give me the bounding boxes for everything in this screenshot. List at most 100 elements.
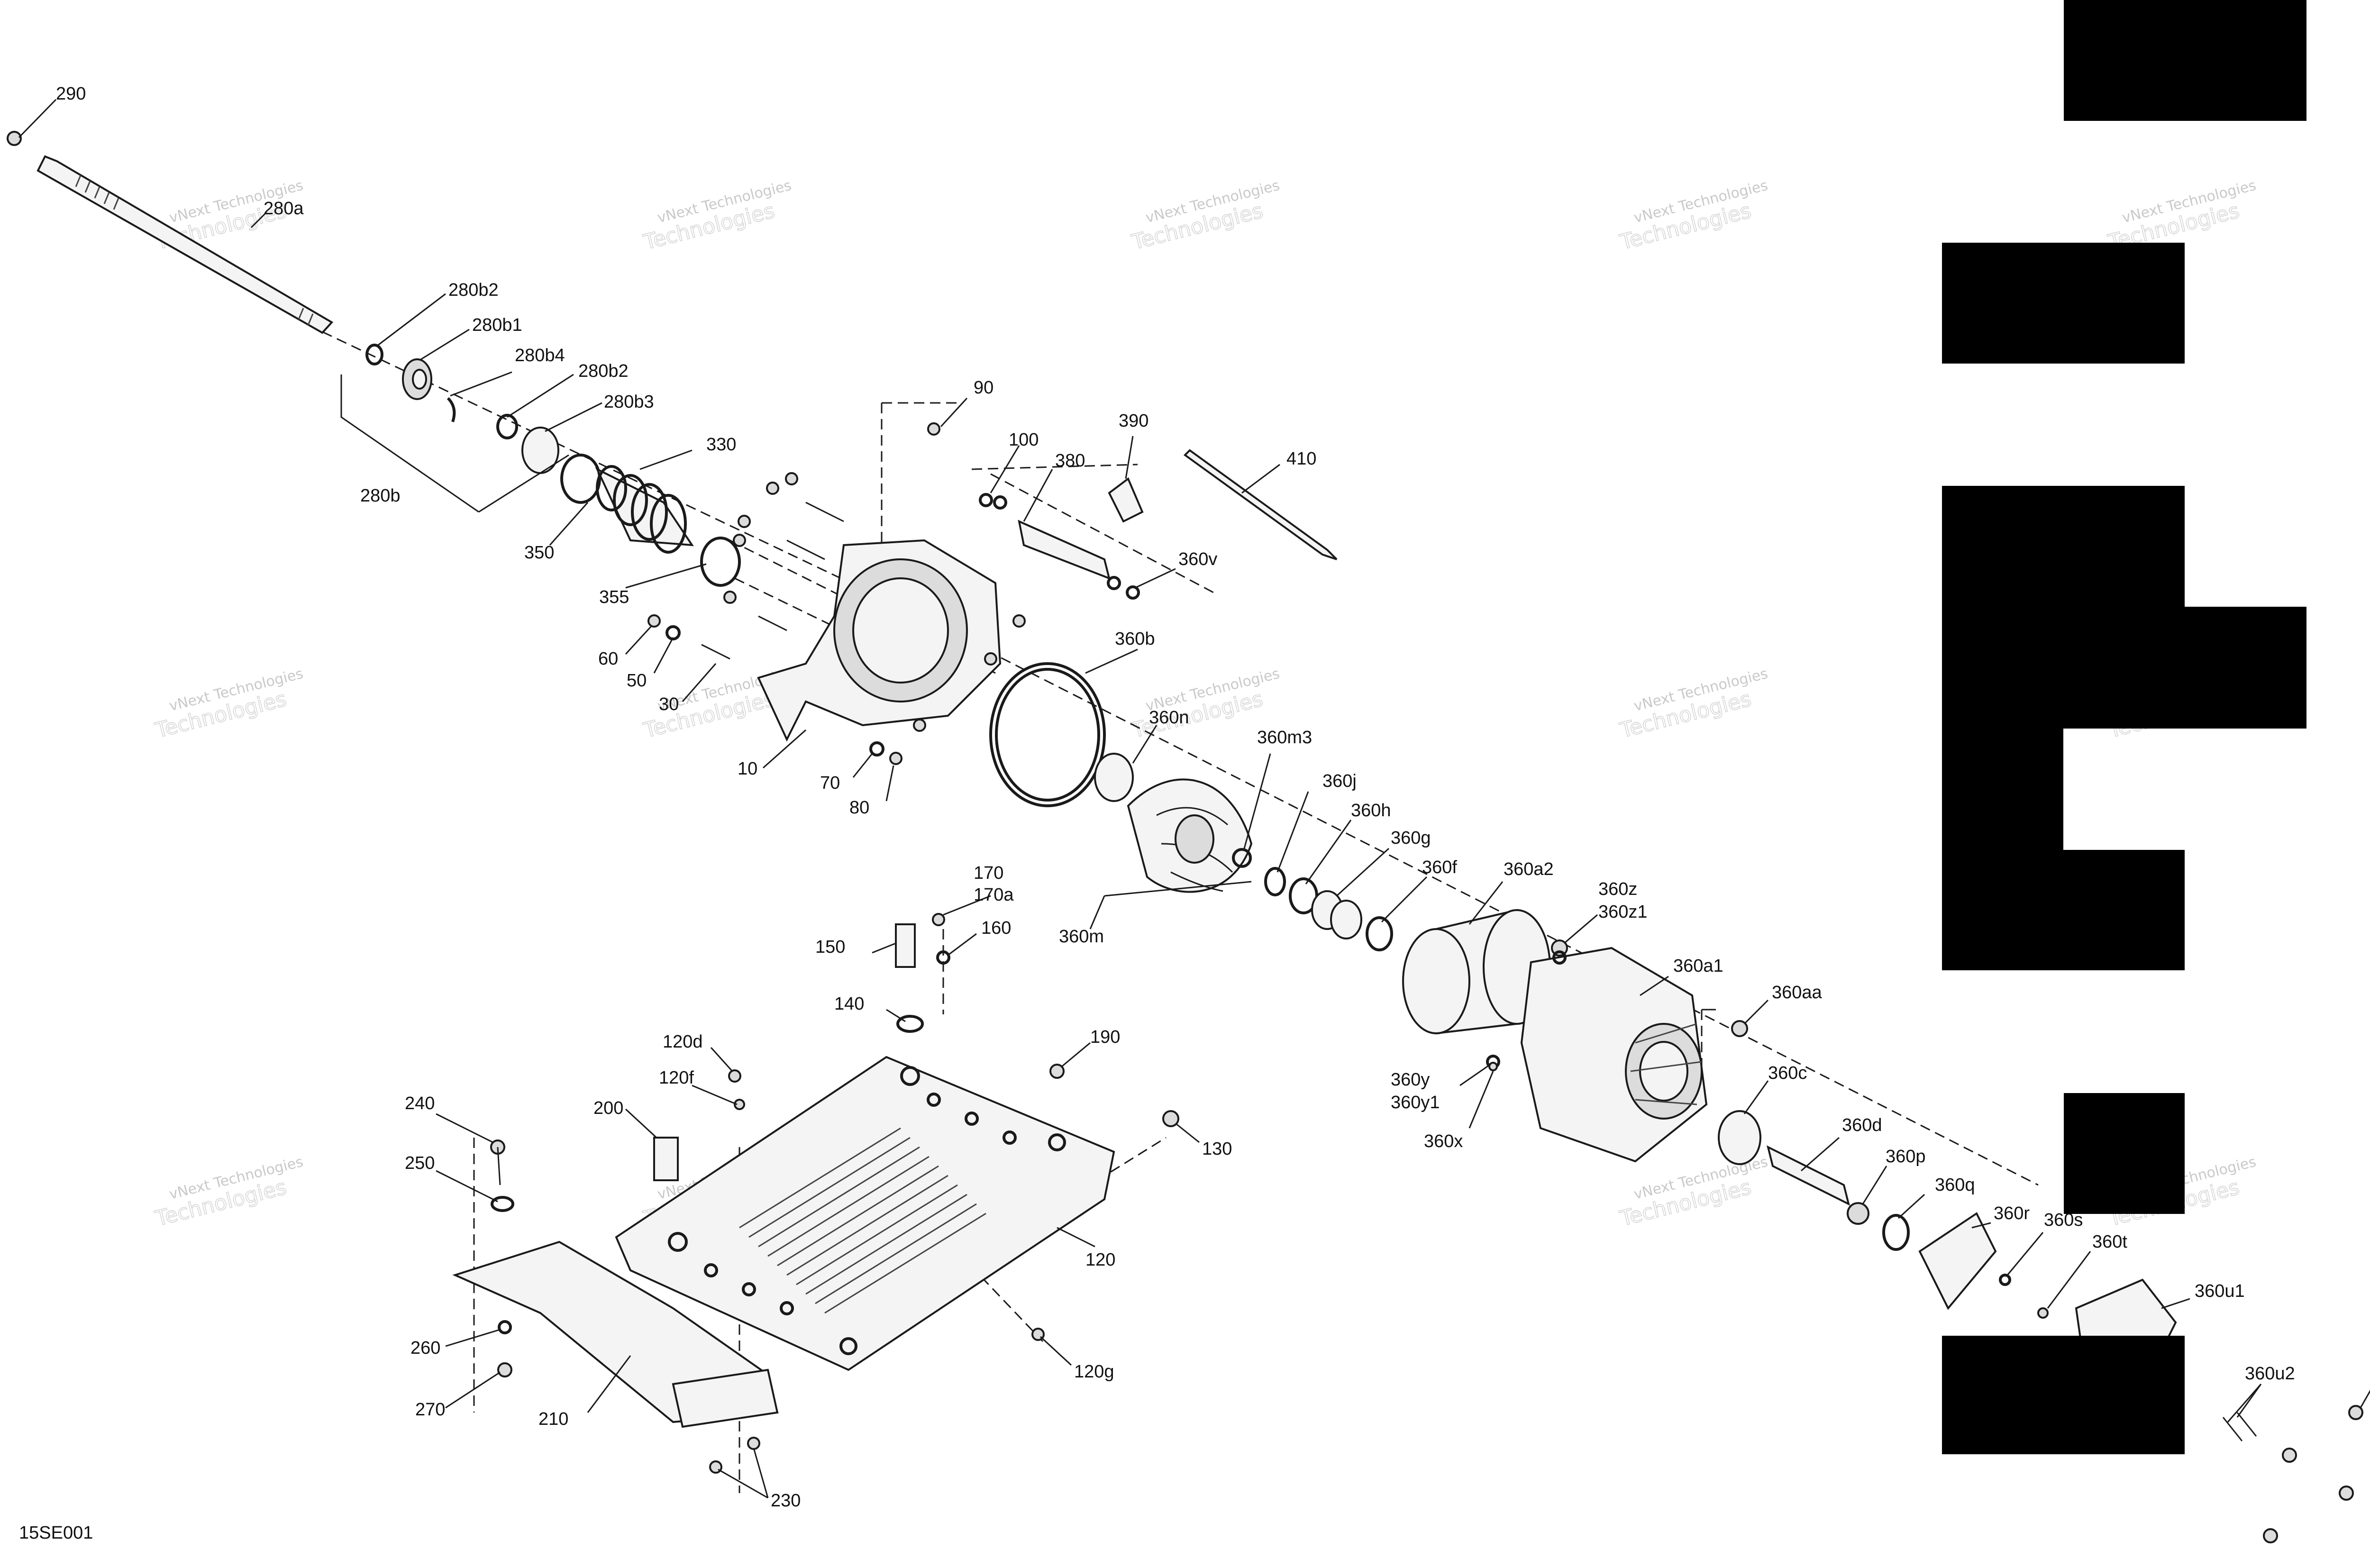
shaft-360d [1767,1145,1850,1206]
callout-30: 30 [659,694,679,714]
redaction-block [1942,1336,2185,1454]
screw-120d [728,1069,741,1083]
nut-360p [1847,1202,1869,1225]
bearing-360c [1718,1110,1761,1165]
callout-360b: 360b [1115,629,1155,649]
drive-shaft-assembly [7,131,741,587]
impeller-hub [1175,814,1214,864]
callout-120: 120 [1085,1250,1115,1270]
bearing-360g [1330,900,1362,939]
callout-360z1: 360z1 [1598,902,1648,922]
callout-160: 160 [981,918,1011,938]
bracket-410 [1183,449,1338,560]
callout-260: 260 [410,1338,440,1358]
callout-360p: 360p [1886,1147,1926,1167]
callout-280b: 280b [360,486,401,506]
pump-centerline [900,606,2039,1186]
callout-90: 90 [974,378,994,398]
washer-50 [665,625,681,640]
callout-360m3: 360m3 [1257,728,1312,748]
callout-360n: 360n [1149,708,1189,728]
redaction-block [2064,607,2306,729]
bearing-280b3 [521,427,559,474]
screw-230 [747,1437,760,1450]
shaft-nut-290 [7,131,22,146]
figure-id: 15SE001 [19,1523,93,1543]
callout-380: 380 [1055,451,1085,471]
ride-plate-bolt-holes [668,1066,1066,1355]
ride-plate-assembly [615,913,1179,1371]
callout-360a2: 360a2 [1504,859,1554,879]
pump-housing-assembly [647,472,1026,765]
ride-plate-120 [615,1056,1115,1371]
redaction-block [2064,0,2306,121]
callout-360y: 360y [1391,1070,1430,1090]
screw-360w [2339,1486,2354,1501]
vts-assembly [927,422,1338,600]
callout-355: 355 [599,587,629,607]
washer-260 [498,1320,512,1334]
fitting-150 [895,923,916,968]
nut-60 [647,614,661,628]
bracket-centerline [971,464,1138,470]
callout-360v: 360v [1178,549,1217,569]
o-ring-360v [1126,585,1140,600]
callout-360q: 360q [1935,1175,1975,1195]
bolt-240-shank [497,1147,501,1185]
group-bracket-280b [340,374,479,513]
clamp-355 [700,537,741,587]
callout-240: 240 [405,1094,435,1113]
callout-210: 210 [538,1409,568,1429]
callout-360t: 360t [2092,1232,2127,1252]
fitting-200 [653,1137,679,1181]
callout-410: 410 [1286,449,1316,469]
wear-ring-front [1402,928,1470,1034]
screw-360t [2037,1307,2049,1319]
callout-190: 190 [1090,1027,1120,1047]
bolt-centerline [990,473,1214,593]
washer-160 [936,950,950,965]
callout-360g: 360g [1391,828,1431,848]
pump-bore-inner [1639,1041,1688,1102]
callout-350: 350 [524,543,554,563]
housing-bolt-row [723,472,1026,732]
callout-290: 290 [56,84,86,104]
callout-120g: 120g [1074,1362,1114,1382]
callout-70: 70 [820,773,840,793]
callout-360m: 360m [1059,927,1104,947]
callout-360u1: 360u1 [2195,1281,2245,1301]
seal-carrier-bore [412,369,427,390]
seal-360b [989,662,1106,807]
screw-360w [2282,1448,2297,1463]
seal-360b-inner [995,668,1100,802]
o-ring-140 [896,1015,924,1033]
nut-270 [497,1362,512,1377]
callout-270: 270 [415,1400,445,1420]
callout-360d: 360d [1842,1115,1882,1135]
screw-90 [927,422,940,436]
nut-120f [734,1099,745,1110]
bushing-360n [1094,753,1134,802]
fitting-390 [1108,477,1144,523]
redaction-block [2063,850,2185,970]
o-ring-280b2 [365,344,383,365]
bracket-210-pad [672,1368,779,1428]
nut-360aa [1731,1020,1748,1037]
washer-100 [993,495,1007,510]
o-ring-360m3 [1232,848,1252,868]
pump-stator-vanes [1630,1023,1702,1105]
pin-360u2 [2236,1412,2257,1437]
callout-170a: 170a [974,885,1014,905]
callout-labels: 290 280a 280b2 280b1 280b4 280b2 280b3 2… [19,84,2295,1543]
cone-360r [1918,1212,1997,1310]
callout-120f: 120f [659,1068,694,1088]
callout-360a1: 360a1 [1673,956,1723,976]
washer-100 [979,493,993,507]
callout-360r: 360r [1994,1203,2030,1223]
callout-360u2: 360u2 [2245,1364,2295,1384]
nut-80 [889,752,902,765]
callout-360c: 360c [1768,1063,1807,1083]
circlip-280b4 [447,397,456,422]
callout-200: 200 [593,1098,623,1118]
callout-360h: 360h [1351,801,1391,820]
